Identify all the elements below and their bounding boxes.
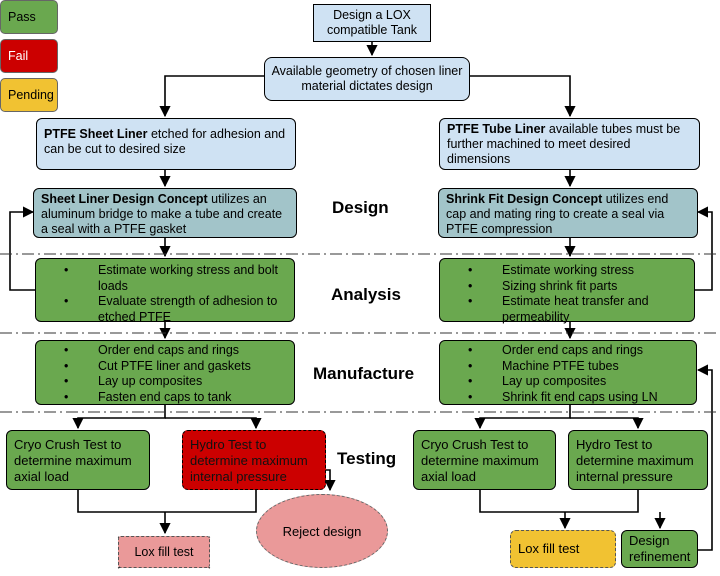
shrink-fit-concept-title: Shrink Fit Design Concept	[446, 192, 603, 206]
shrink-fit-concept-box: Shrink Fit Design Concept utilizes end c…	[438, 188, 698, 238]
right-hydro-test-box: Hydro Test to determine maximum internal…	[568, 430, 708, 490]
legend-pending: Pending	[0, 78, 58, 112]
design-refinement-box: Design refinement	[621, 530, 698, 568]
sheet-liner-concept-description: utilizes an aluminum bridge to make a tu…	[41, 192, 283, 236]
right-analysis-item: Estimate working stress	[440, 263, 688, 279]
reject-design-ellipse: Reject design	[256, 494, 388, 568]
left-analysis-item: Evaluate strength of adhesion to etched …	[36, 294, 288, 325]
sheet-liner-box: PTFE Sheet Liner etched for adhesion and…	[36, 118, 296, 170]
tube-liner-title: PTFE Tube Liner	[447, 122, 546, 136]
legend-pass: Pass	[0, 0, 58, 34]
section-label-testing: Testing	[337, 449, 397, 468]
right-manufacture-item: Machine PTFE tubes	[440, 359, 690, 375]
left-lox-fill-test-box: Lox fill test	[118, 536, 210, 568]
right-cryo-test-box: Cryo Crush Test to determine maximum axi…	[413, 430, 556, 490]
left-manufacture-box: Order end caps and rings Cut PTFE liner …	[35, 340, 295, 405]
left-manufacture-item: Lay up composites	[36, 374, 288, 390]
right-lox-fill-test-box: Lox fill test	[510, 530, 616, 568]
goal-box: Design a LOX compatible Tank	[313, 4, 431, 42]
right-manufacture-item: Order end caps and rings	[440, 343, 690, 359]
left-analysis-item: Estimate working stress and bolt loads	[36, 263, 288, 294]
sheet-liner-title: PTFE Sheet Liner	[44, 127, 148, 141]
sheet-liner-concept-box: Sheet Liner Design Concept utilizes an a…	[33, 188, 297, 238]
section-label-manufacture: Manufacture	[313, 364, 415, 383]
section-label-design: Design	[332, 198, 389, 217]
sheet-liner-description: etched for adhesion and can be cut to de…	[44, 127, 286, 156]
legend-fail: Fail	[0, 39, 58, 73]
left-manufacture-item: Fasten end caps to tank	[36, 390, 288, 406]
right-manufacture-item: Lay up composites	[440, 374, 690, 390]
right-manufacture-box: Order end caps and rings Machine PTFE tu…	[439, 340, 697, 405]
right-analysis-box: Estimate working stress Sizing shrink fi…	[439, 258, 695, 325]
geometry-box: Available geometry of chosen liner mater…	[264, 57, 470, 101]
right-analysis-item: Estimate heat transfer and permeability	[440, 294, 688, 325]
right-analysis-item: Sizing shrink fit parts	[440, 279, 688, 295]
tube-liner-box: PTFE Tube Liner available tubes must be …	[439, 118, 700, 170]
sheet-liner-concept-title: Sheet Liner Design Concept	[41, 192, 208, 206]
tube-liner-description: available tubes must be further machined…	[447, 122, 681, 166]
left-manufacture-item: Order end caps and rings	[36, 343, 288, 359]
right-manufacture-item: Shrink fit end caps using LN	[440, 390, 690, 406]
left-manufacture-item: Cut PTFE liner and gaskets	[36, 359, 288, 375]
shrink-fit-concept-description: utilizes end cap and mating ring to crea…	[446, 192, 669, 236]
section-label-analysis: Analysis	[331, 285, 401, 304]
left-cryo-test-box: Cryo Crush Test to determine maximum axi…	[6, 430, 150, 490]
left-analysis-box: Estimate working stress and bolt loads E…	[35, 258, 295, 325]
left-hydro-test-box: Hydro Test to determine maximum internal…	[182, 430, 326, 490]
